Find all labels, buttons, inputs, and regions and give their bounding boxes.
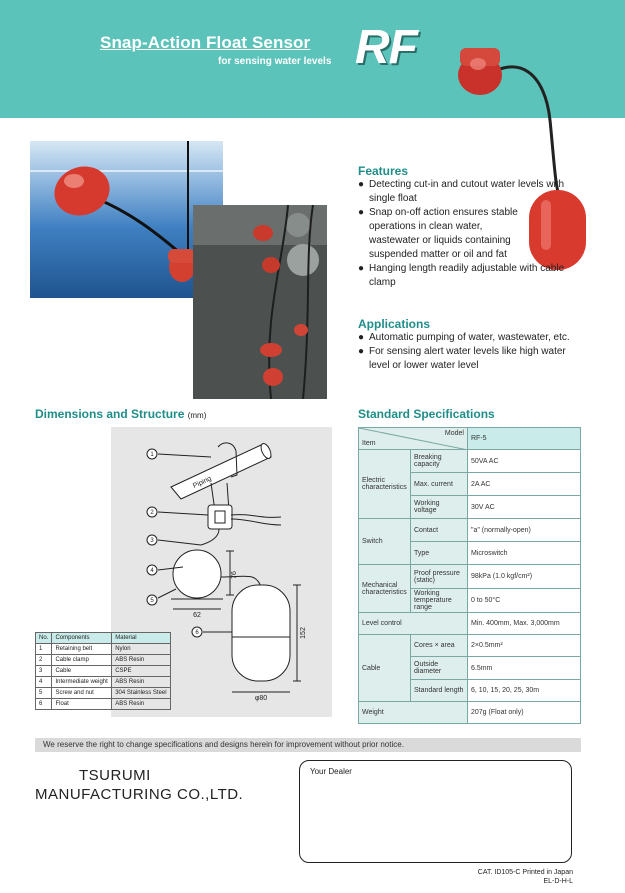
callout-5: 5	[150, 598, 154, 604]
table-row: Weight 207g (Float only)	[358, 701, 581, 724]
dimension-152: 152	[300, 627, 307, 639]
applications-heading: Applications	[358, 317, 431, 331]
callout-3: 3	[150, 538, 154, 544]
dimension-76: 76	[231, 571, 238, 579]
features-heading: Features	[358, 164, 409, 178]
photo-float-in-water	[30, 141, 223, 298]
bullet-icon: ●	[358, 332, 365, 343]
dealer-label: Your Dealer	[310, 767, 352, 776]
features-item: ●Detecting cut-in and cutout water level…	[358, 179, 565, 204]
spec-header-row: Model Item RF-5	[358, 427, 581, 450]
structure-drawing: 1 2 3 4 5 6 Piping 76 62 152 φ80	[146, 442, 307, 702]
bullet-icon: ●	[358, 179, 365, 190]
model-name: RF	[355, 21, 418, 74]
spec-corner-cell: Model Item	[358, 427, 468, 450]
callout-6: 6	[195, 630, 199, 636]
float-product-image	[458, 48, 586, 270]
catalog-number: CAT. ID105-C Printed in Japan EL-D-H-L	[477, 869, 573, 885]
company-name: TSURUMI MANUFACTURING CO.,LTD.	[35, 767, 244, 803]
photo-floats-in-tank	[193, 205, 327, 399]
bullet-icon: ●	[358, 263, 365, 274]
features-item: ●Hanging length readily adjustable with …	[358, 263, 565, 288]
dimension-80: φ80	[255, 695, 267, 702]
table-row: Level control Min. 400mm, Max. 3,000mm	[358, 612, 581, 635]
specifications-table: Model Item RF-5 Electric characteristics…	[358, 427, 581, 724]
notice-bar: We reserve the right to change specifica…	[35, 738, 581, 752]
callout-circle	[146, 564, 158, 576]
bullet-icon: ●	[358, 207, 365, 218]
header-band	[0, 0, 625, 118]
page-title: Snap-Action Float Sensor	[100, 33, 311, 52]
corner-diagonal	[359, 428, 468, 450]
callout-1: 1	[150, 452, 154, 458]
applications-item: ●For sensing alert water levels like hig…	[358, 346, 566, 371]
applications-item: ●Automatic pumping of water, wastewater,…	[358, 332, 570, 343]
callout-circle	[146, 506, 158, 518]
table-row: Max. current 2A AC	[359, 472, 581, 496]
callout-circle	[191, 626, 203, 638]
callout-circle	[146, 534, 158, 546]
specifications-heading: Standard Specifications	[358, 407, 495, 421]
table-row: Standard length 6, 10, 15, 20, 25, 30m	[359, 679, 581, 702]
callout-4: 4	[150, 568, 154, 574]
table-row: Outside diameter 6.5mm	[359, 656, 581, 680]
dealer-box	[299, 760, 572, 863]
features-list: ●Detecting cut-in and cutout water level…	[358, 178, 583, 290]
page-subtitle: for sensing water levels	[218, 56, 332, 67]
callout-circle	[146, 448, 158, 460]
table-row: Mechanical characteristics Proof pressur…	[358, 564, 581, 613]
callout-circle	[146, 594, 158, 606]
dimension-62: 62	[193, 612, 201, 619]
callout-2: 2	[150, 510, 154, 516]
dimensions-heading: Dimensions and Structure (mm)	[35, 407, 207, 421]
dimensions-unit: (mm)	[187, 411, 207, 420]
components-header-row: No. Components Material	[34, 632, 171, 644]
applications-list: ●Automatic pumping of water, wastewater,…	[358, 331, 583, 373]
features-item: ●Snap on-off action ensures stable opera…	[358, 207, 518, 260]
table-row: Switch Contact "a" (normally-open)	[358, 518, 581, 565]
spec-model-value: RF-5	[467, 427, 581, 450]
table-row: Working voltage 30V AC	[359, 495, 581, 519]
table-row: Cable Cores × area 2×0.5mm²	[358, 634, 581, 702]
table-row: Electric characteristics Breaking capaci…	[358, 449, 581, 519]
bullet-icon: ●	[358, 346, 365, 357]
